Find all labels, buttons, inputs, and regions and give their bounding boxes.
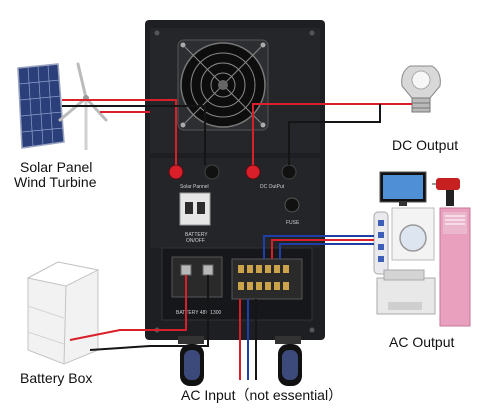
battery-terminal-text: BATTERY 48V 1300 <box>176 310 222 316</box>
drill-icon <box>432 178 460 206</box>
breaker-icon: BATTERY ON/OFF <box>179 192 211 244</box>
printer-icon <box>376 269 436 315</box>
solar-pannel-text: Solar Pannel <box>180 184 209 190</box>
battery-terminal-block: BATTERY 48V 1300 <box>171 256 223 316</box>
fuse-knob: FUSE <box>284 197 300 226</box>
led-bulb-icon <box>401 65 441 113</box>
solar-panel-label: Solar Panel <box>20 159 93 175</box>
battery-box-icon <box>26 261 100 365</box>
solar-panel-icon <box>17 63 65 149</box>
washing-machine-icon <box>391 207 435 261</box>
battery-onoff-text-1: BATTERY <box>185 232 208 238</box>
tv-icon <box>379 171 427 206</box>
battery-onoff-text-2: ON/OFF <box>186 238 205 244</box>
fuse-text: FUSE <box>286 220 300 226</box>
wind-turbine-icon <box>58 62 108 150</box>
ac-output-label: AC Output <box>389 334 455 350</box>
wiring <box>62 99 412 380</box>
power-strip-icon <box>373 211 389 275</box>
fridge-icon <box>439 207 471 327</box>
wheel-icon <box>178 336 302 386</box>
fan-icon <box>177 39 269 131</box>
ac-terminal-block <box>231 258 303 300</box>
ac-input-label: AC Input（not essential） <box>181 387 343 403</box>
solar-input-terminals: Solar Pannel <box>168 164 220 190</box>
dc-output-label: DC Output <box>392 137 459 153</box>
dc-output-terminals: DC OutPut <box>245 164 297 190</box>
battery-box-label: Battery Box <box>20 370 93 386</box>
dc-output-panel-text: DC OutPut <box>260 184 285 190</box>
wind-turbine-label: Wind Turbine <box>14 174 97 190</box>
